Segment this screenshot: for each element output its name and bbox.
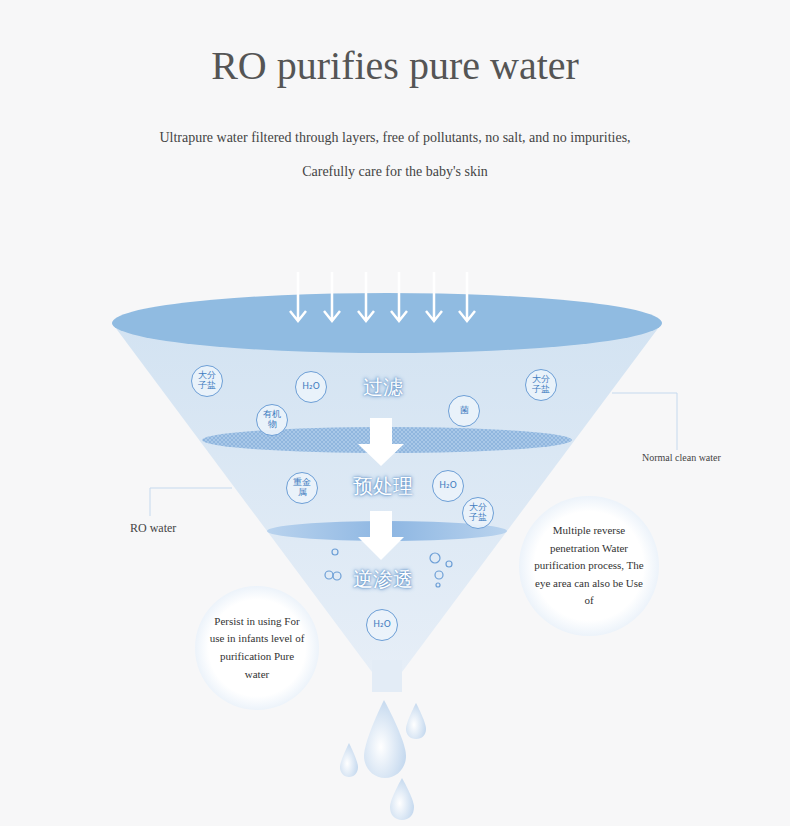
bubble-text: Multiple reverse penetration Water purif… [530,522,648,610]
molecule-circle: H₂O [295,371,327,403]
node-text-group: 菌 [454,406,474,416]
molecule-label: 大分子盐 [468,503,488,523]
funnel-body [112,323,662,672]
molecule-label: 大分子盐 [197,371,217,391]
node-text-group: H₂O [297,382,325,392]
label-text: 逆渗透 [353,566,413,593]
molecule-label: H₂O [368,620,396,630]
info-bubble: Persist in using For use in infants leve… [195,586,319,710]
node-text-group: Multiple reverse penetration Water purif… [530,522,648,610]
molecule-circle: 有机物 [256,404,288,436]
molecule-label: 大分子盐 [531,375,551,395]
molecule-circle: 大分子盐 [462,497,494,529]
node-text-group: 大分子盐 [197,371,217,391]
info-bubble: Multiple reverse penetration Water purif… [519,496,659,636]
node-text-group: H₂O [434,481,462,491]
molecule-label: H₂O [297,382,325,392]
funnel-neck [372,660,402,692]
node-text-group: 重金属 [292,478,312,498]
molecule-circle: H₂O [366,609,398,641]
molecule-label: H₂O [434,481,462,491]
node-text-group: 大分子盐 [531,375,551,395]
water-surface [112,293,662,353]
node-text-group: 大分子盐 [468,503,488,523]
molecule-label: 菌 [454,406,474,416]
label-text: 预处理 [353,473,413,500]
molecule-circle: 重金属 [286,472,318,504]
molecule-label: 有机物 [262,410,282,430]
node-text-group: H₂O [368,620,396,630]
inflow-arrows [290,272,475,321]
node-text-group: 有机物 [262,410,282,430]
molecule-label: 重金属 [292,478,312,498]
label-text: Normal clean water [642,452,721,463]
label-text: 过滤 [363,374,403,401]
title: RO purifies pure water [211,42,579,89]
node-text-group: Persist in using For use in infants leve… [209,613,305,683]
bubble-text: Persist in using For use in infants leve… [209,613,305,683]
label-text: Ultrapure water filtered through layers,… [159,130,630,146]
label-text: Carefully care for the baby's skin [302,164,488,180]
molecule-circle: 菌 [448,395,480,427]
water-drops [340,700,426,820]
molecule-circle: H₂O [432,470,464,502]
label-text: RO water [130,521,176,536]
molecule-circle: 大分子盐 [525,369,557,401]
molecule-circle: 大分子盐 [191,365,223,397]
